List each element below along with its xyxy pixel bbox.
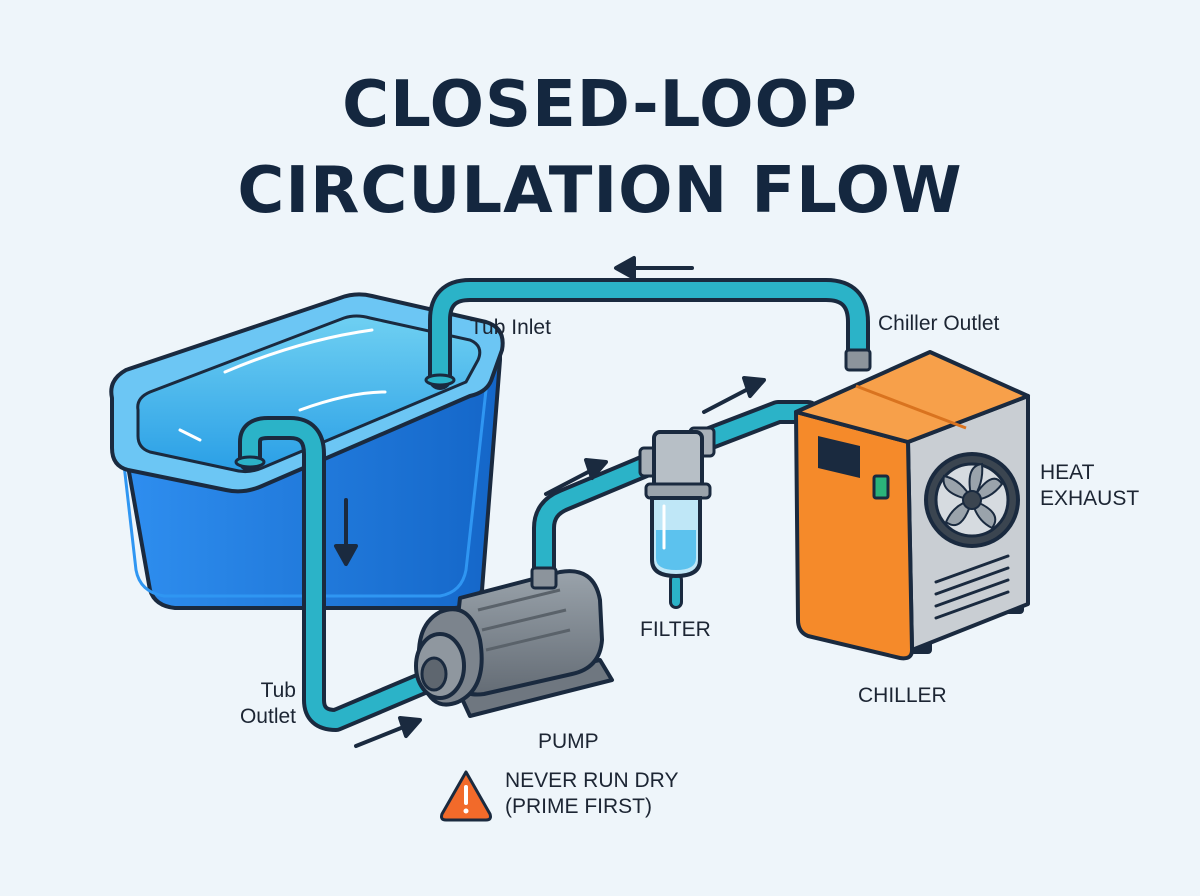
- label-pump: PUMP: [538, 730, 599, 753]
- warning-triangle-icon: [440, 770, 492, 822]
- tub-inlet-nozzle: [424, 373, 456, 387]
- label-heat-exhaust-line-1: HEAT: [1040, 461, 1095, 484]
- chiller-outlet-coupling: [844, 348, 872, 372]
- pipes: [238, 278, 870, 732]
- arrow-left-icon: [614, 256, 694, 280]
- label-chiller: CHILLER: [858, 684, 947, 707]
- title-line-2: CIRCULATION FLOW: [237, 154, 963, 228]
- label-heat-exhaust: HEAT EXHAUST: [1040, 460, 1139, 512]
- arrow-down-icon: [334, 498, 358, 566]
- warning-line-2: (PRIME FIRST): [505, 795, 652, 818]
- title-line-1: CLOSED-LOOP: [342, 68, 858, 142]
- arrow-up-right-icon: [354, 716, 422, 748]
- label-chiller-outlet: Chiller Outlet: [878, 312, 1000, 335]
- arrow-up-right-icon: [702, 376, 766, 414]
- warning-message: NEVER RUN DRY (PRIME FIRST): [505, 768, 678, 820]
- tub-outlet-nozzle: [234, 455, 266, 469]
- label-tub-inlet: Tub Inlet: [470, 316, 551, 339]
- pump: [414, 566, 614, 718]
- flow-arrows: [334, 256, 766, 748]
- label-tub-outlet-line-2: Outlet: [239, 705, 296, 728]
- arrow-up-right-icon: [544, 458, 608, 496]
- label-filter: FILTER: [640, 618, 711, 641]
- filter: [638, 426, 716, 579]
- warning-line-1: NEVER RUN DRY: [505, 769, 679, 792]
- label-heat-exhaust-line-2: EXHAUST: [1040, 487, 1140, 510]
- label-tub-outlet: Tub Outlet: [228, 678, 296, 730]
- chiller: [794, 350, 1030, 661]
- label-tub-outlet-line-1: Tub: [260, 679, 296, 702]
- page-title: CLOSED-LOOP CIRCULATION FLOW: [0, 62, 1200, 234]
